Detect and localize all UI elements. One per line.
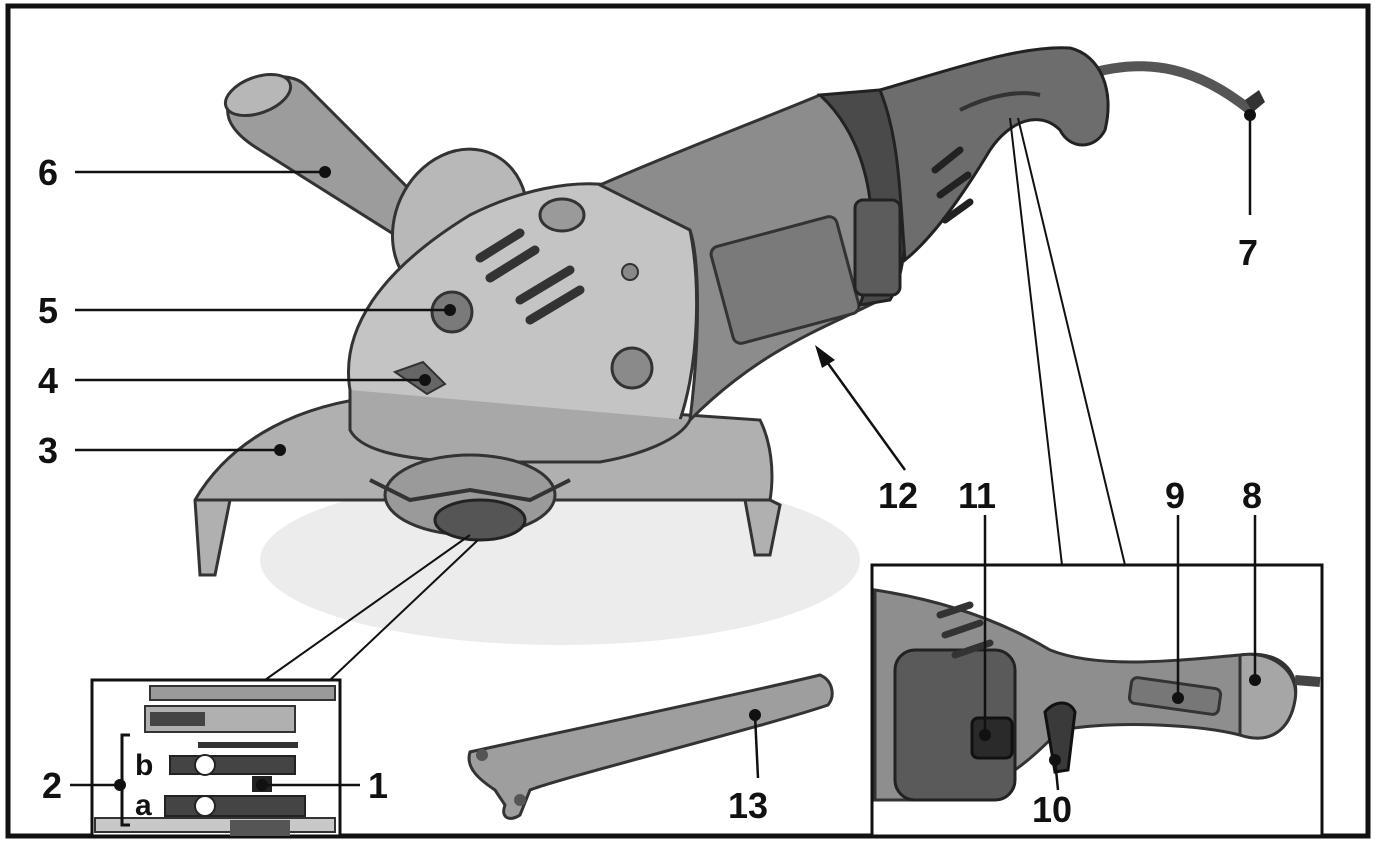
inset-zoom-lines-left bbox=[264, 534, 479, 681]
inset-label-a: a bbox=[135, 789, 152, 822]
callout-10: 10 bbox=[1032, 789, 1072, 830]
callout-9: 9 bbox=[1165, 475, 1185, 516]
rear-handle bbox=[877, 46, 1110, 263]
dot-5 bbox=[444, 304, 456, 316]
callout-11: 11 bbox=[958, 475, 996, 516]
callout-13: 13 bbox=[728, 785, 768, 826]
callout-3: 3 bbox=[38, 430, 58, 471]
dot-10 bbox=[1049, 754, 1061, 766]
callout-1: 1 bbox=[368, 765, 388, 806]
lock-on-button bbox=[970, 716, 1014, 760]
dot-7 bbox=[1244, 109, 1256, 121]
motor-housing bbox=[596, 88, 908, 425]
handle-detail-inset bbox=[870, 563, 1324, 838]
callout-6: 6 bbox=[38, 152, 58, 193]
inset-zoom-lines-right bbox=[1009, 117, 1126, 566]
leader-lines bbox=[75, 115, 1257, 791]
leader-12 bbox=[820, 354, 907, 471]
inset-hole-b bbox=[194, 754, 216, 776]
dot-11 bbox=[979, 729, 991, 741]
leader-dots bbox=[256, 109, 1261, 791]
spanner-wrench bbox=[467, 673, 834, 820]
spindle-flange bbox=[369, 453, 571, 542]
dot-1 bbox=[256, 779, 268, 791]
flange-detail-inset: b a bbox=[70, 678, 342, 838]
callout-4: 4 bbox=[38, 360, 58, 401]
inset-label-b: b bbox=[135, 749, 153, 782]
callout-8: 8 bbox=[1242, 475, 1262, 516]
cord-plug bbox=[1245, 90, 1265, 112]
power-cord bbox=[1080, 61, 1255, 115]
leader-13 bbox=[753, 714, 760, 779]
dot-6 bbox=[319, 166, 331, 178]
dot-13 bbox=[749, 709, 761, 721]
gear-head bbox=[347, 182, 699, 464]
callout-12: 12 bbox=[878, 475, 918, 516]
callout-5: 5 bbox=[38, 290, 58, 331]
dot-9 bbox=[1172, 692, 1184, 704]
callout-2: 2 bbox=[42, 765, 62, 806]
inset-hole-a bbox=[194, 795, 216, 817]
arrowhead-12 bbox=[815, 345, 835, 368]
dot-8 bbox=[1249, 674, 1261, 686]
callout-7: 7 bbox=[1238, 232, 1258, 273]
dot-4 bbox=[419, 374, 431, 386]
dot-3 bbox=[274, 444, 286, 456]
side-handle bbox=[223, 72, 425, 238]
